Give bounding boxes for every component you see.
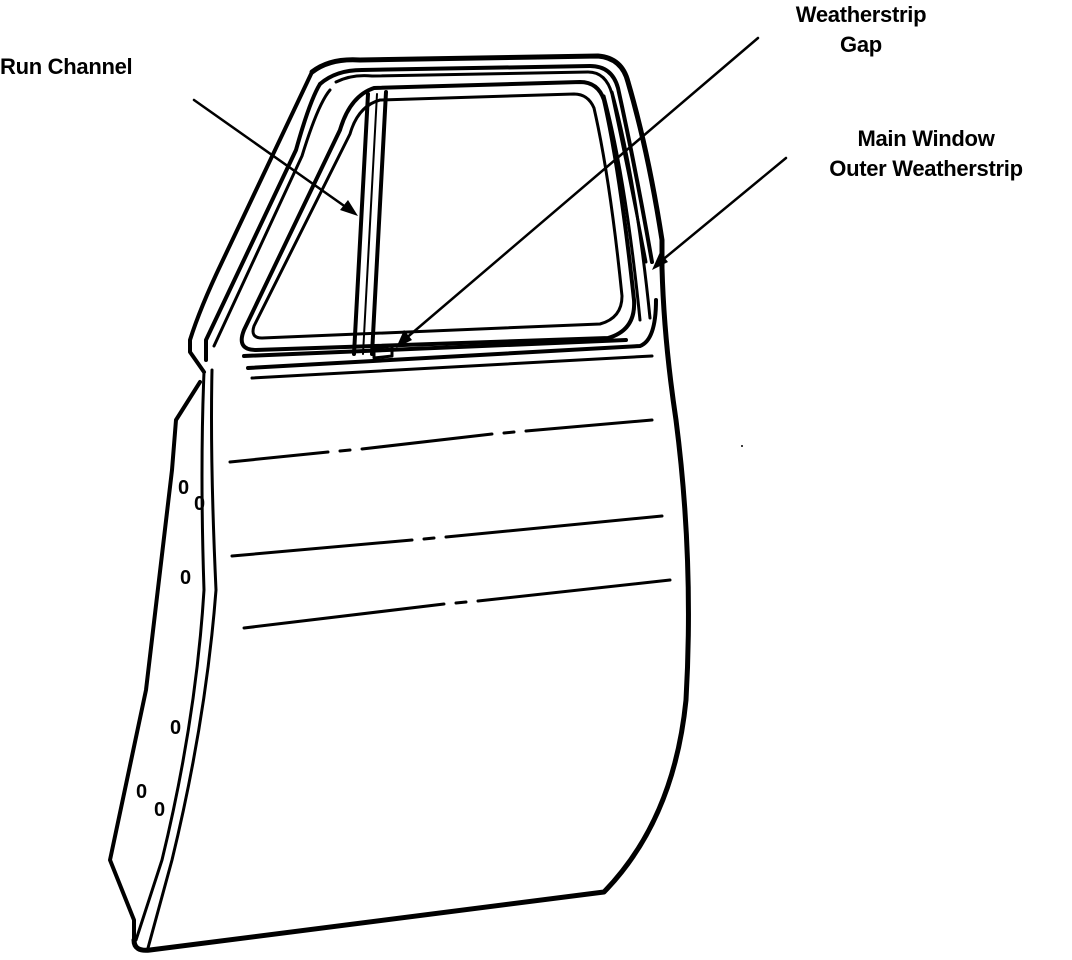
main-window-label-line2: Outer Weatherstrip — [829, 156, 1023, 181]
bolt-mark: 0 — [180, 567, 191, 589]
run-channel — [352, 90, 394, 360]
bolt-mark: 0 — [136, 781, 147, 803]
window-opening — [239, 80, 658, 380]
run-channel-label: Run Channel — [0, 52, 133, 82]
bolt-mark: 0 — [178, 477, 189, 499]
main-window-weatherstrip-label: Main Window Outer Weatherstrip — [800, 124, 1052, 184]
weatherstrip-gap-label-line2: Gap — [840, 32, 882, 57]
window-frame — [204, 64, 654, 362]
weatherstrip-gap-label: Weatherstrip Gap — [776, 0, 946, 60]
door-outer-panel — [108, 53, 691, 953]
callout-leaders — [192, 36, 788, 348]
bolt-mark: 0 — [194, 493, 205, 515]
hinge-bolt-marks: 0 0 0 0 0 0 — [136, 477, 205, 821]
bolt-mark: 0 — [170, 717, 181, 739]
run-channel-label-text: Run Channel — [0, 54, 133, 79]
weatherstrip-gap-label-line1: Weatherstrip — [795, 2, 927, 27]
panel-lines — [228, 418, 672, 630]
speck — [741, 445, 743, 447]
bolt-mark: 0 — [154, 799, 165, 821]
main-window-label-line1: Main Window — [857, 126, 995, 151]
